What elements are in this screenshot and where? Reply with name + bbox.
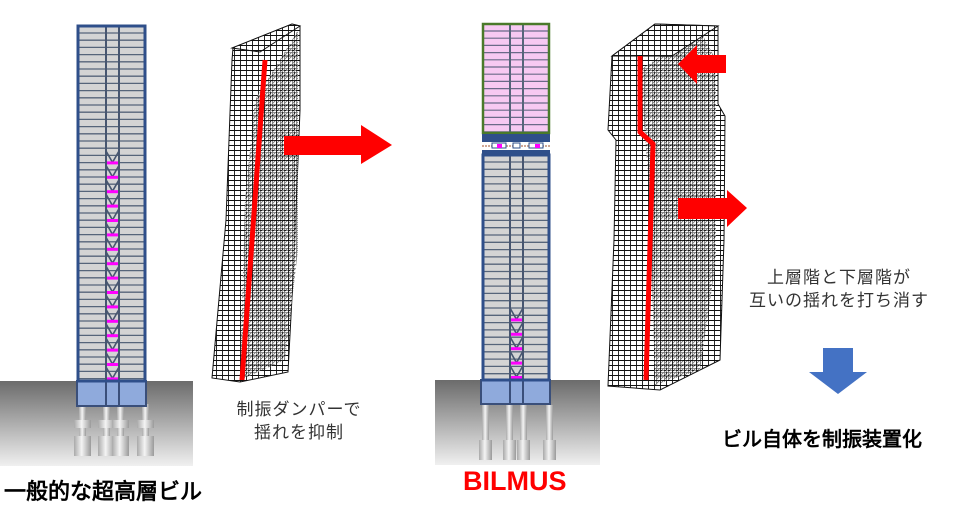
caption-line-1: 制振ダンパーで <box>236 400 362 420</box>
piles <box>74 404 154 456</box>
bilmus-building-elevation <box>435 22 600 465</box>
caption-line-1: 上層階と下層階が <box>767 268 911 288</box>
upper-floors-mass <box>483 24 549 133</box>
bilmus-deformed-model <box>607 23 747 391</box>
right-arrow-icon <box>284 125 392 164</box>
caption-line-2: 互いの揺れを打ち消す <box>749 291 929 311</box>
down-arrow-icon <box>809 348 867 394</box>
lower-floors-mass <box>483 155 549 380</box>
piles <box>479 405 556 460</box>
conventional-building-elevation <box>0 24 193 466</box>
tower-frame <box>76 24 147 383</box>
conclusion-text: ビル自体を制振装置化 <box>722 427 922 451</box>
conventional-deformed-model <box>211 23 392 383</box>
deformation-line <box>239 59 268 381</box>
basement <box>480 379 551 405</box>
left-arrow-icon <box>678 45 726 84</box>
right-arrow-icon <box>678 190 747 227</box>
damper-caption: 制振ダンパーで 揺れを抑制 <box>214 399 384 445</box>
isolation-layer <box>482 134 550 155</box>
caption-line-2: 揺れを抑制 <box>254 423 344 443</box>
conventional-title: 一般的な超高層ビル <box>4 480 203 505</box>
basement <box>76 380 147 407</box>
bilmus-title: BILMUS <box>463 466 567 496</box>
cancel-sway-caption: 上層階と下層階が 互いの揺れを打ち消す <box>728 267 950 313</box>
deformation-line <box>637 56 656 381</box>
